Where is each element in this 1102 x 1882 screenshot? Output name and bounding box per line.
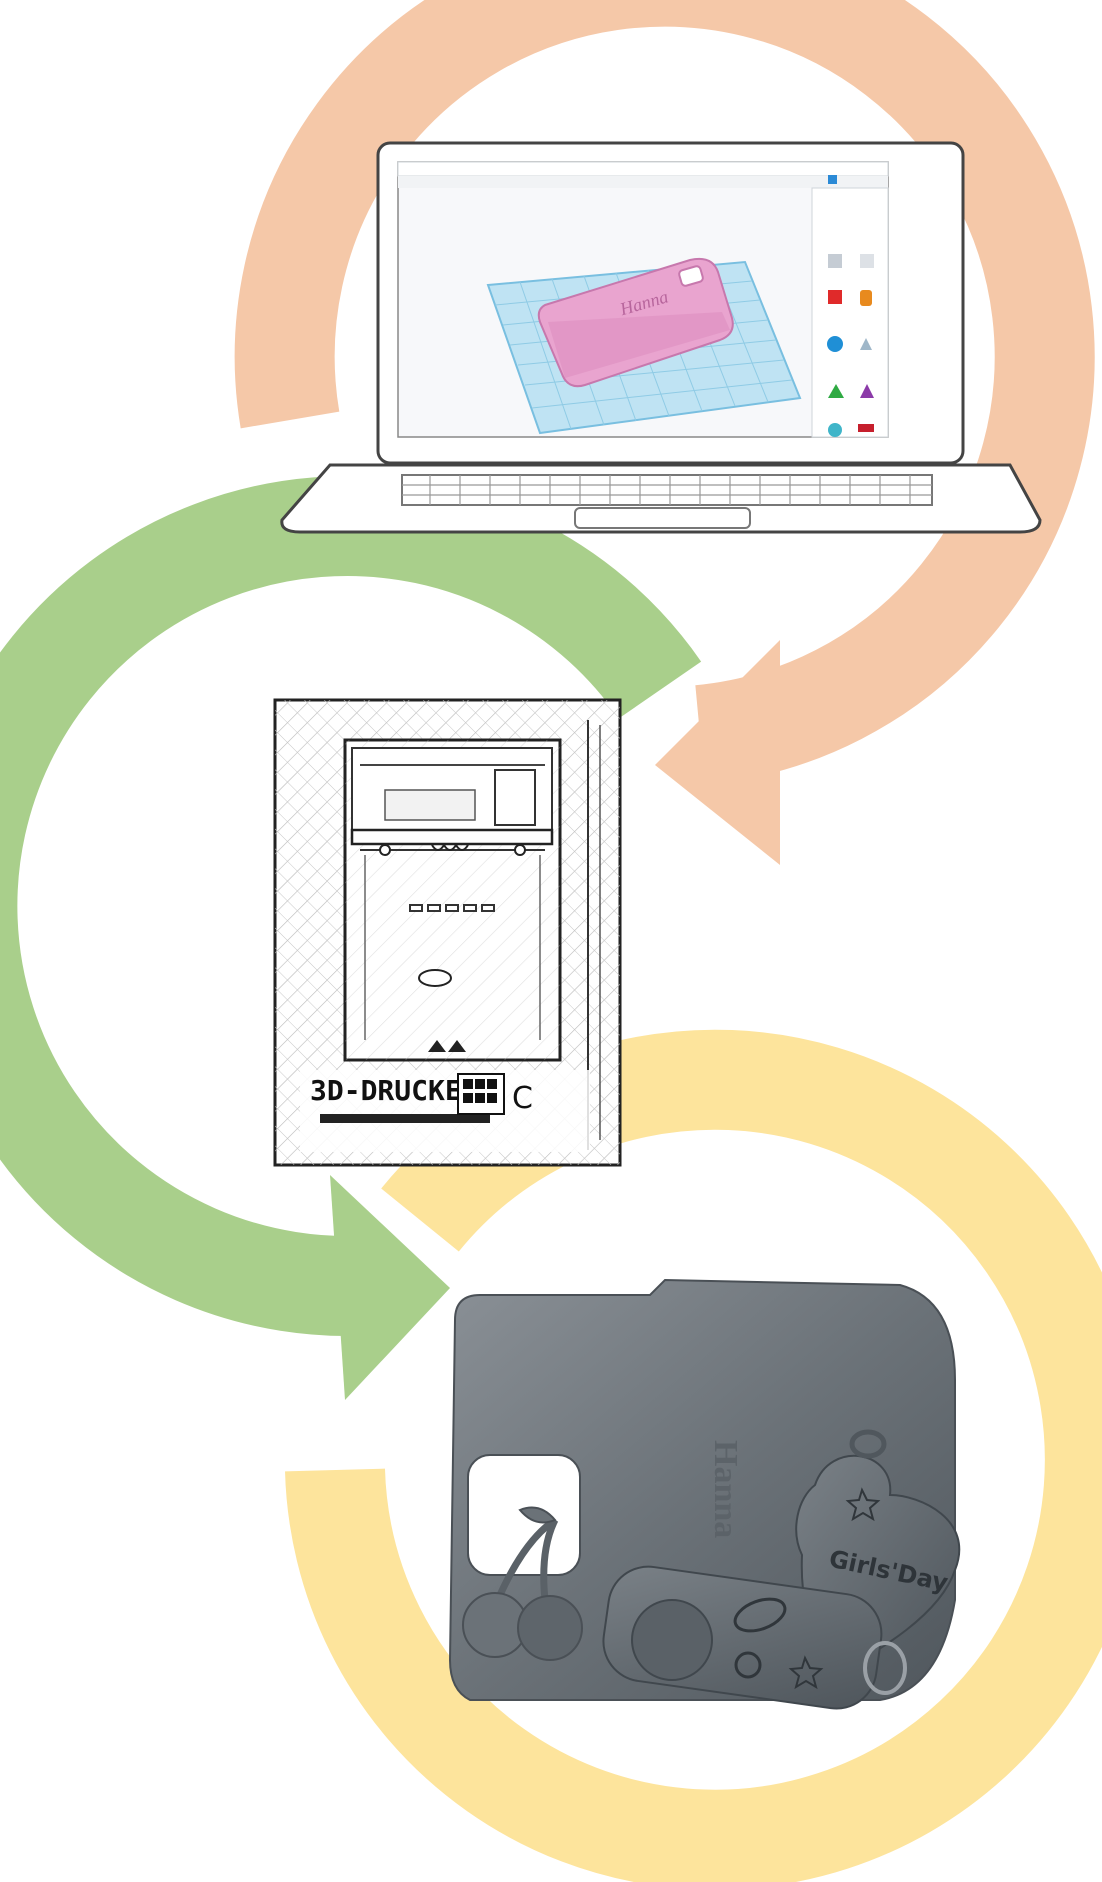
arrow-design-to-print <box>234 0 1095 865</box>
laptop-cad-icon: Hanna <box>280 141 1042 534</box>
arrow-design-head <box>655 640 780 865</box>
arrow-print-to-result <box>0 476 702 1400</box>
cad-phone-case-model: Hanna <box>537 257 734 388</box>
arrow-print-head <box>330 1175 450 1400</box>
ce-mark-icon: C <box>512 1081 533 1116</box>
laptop-touchpad <box>574 507 751 529</box>
printed-cherries <box>462 1506 583 1661</box>
svg-text:Hanna: Hanna <box>707 1440 744 1538</box>
printed-keychain-tag <box>602 1565 907 1710</box>
arrow-result-ring <box>285 1029 1102 1882</box>
printer-label: 3D-DRUCKER <box>310 1074 479 1107</box>
arrow-print-ring <box>0 476 702 1336</box>
arrow-result-arc <box>285 1029 1102 1882</box>
laptop-keyboard <box>401 474 933 506</box>
arrow-design-ring <box>234 0 1095 785</box>
printed-objects-photo: Hanna Girls'Day <box>448 1278 961 1710</box>
3d-printer-icon: 3D-DRUCKER C <box>273 698 622 1167</box>
printer-control-panel <box>457 1073 505 1115</box>
cad-shape-panel <box>811 187 889 438</box>
